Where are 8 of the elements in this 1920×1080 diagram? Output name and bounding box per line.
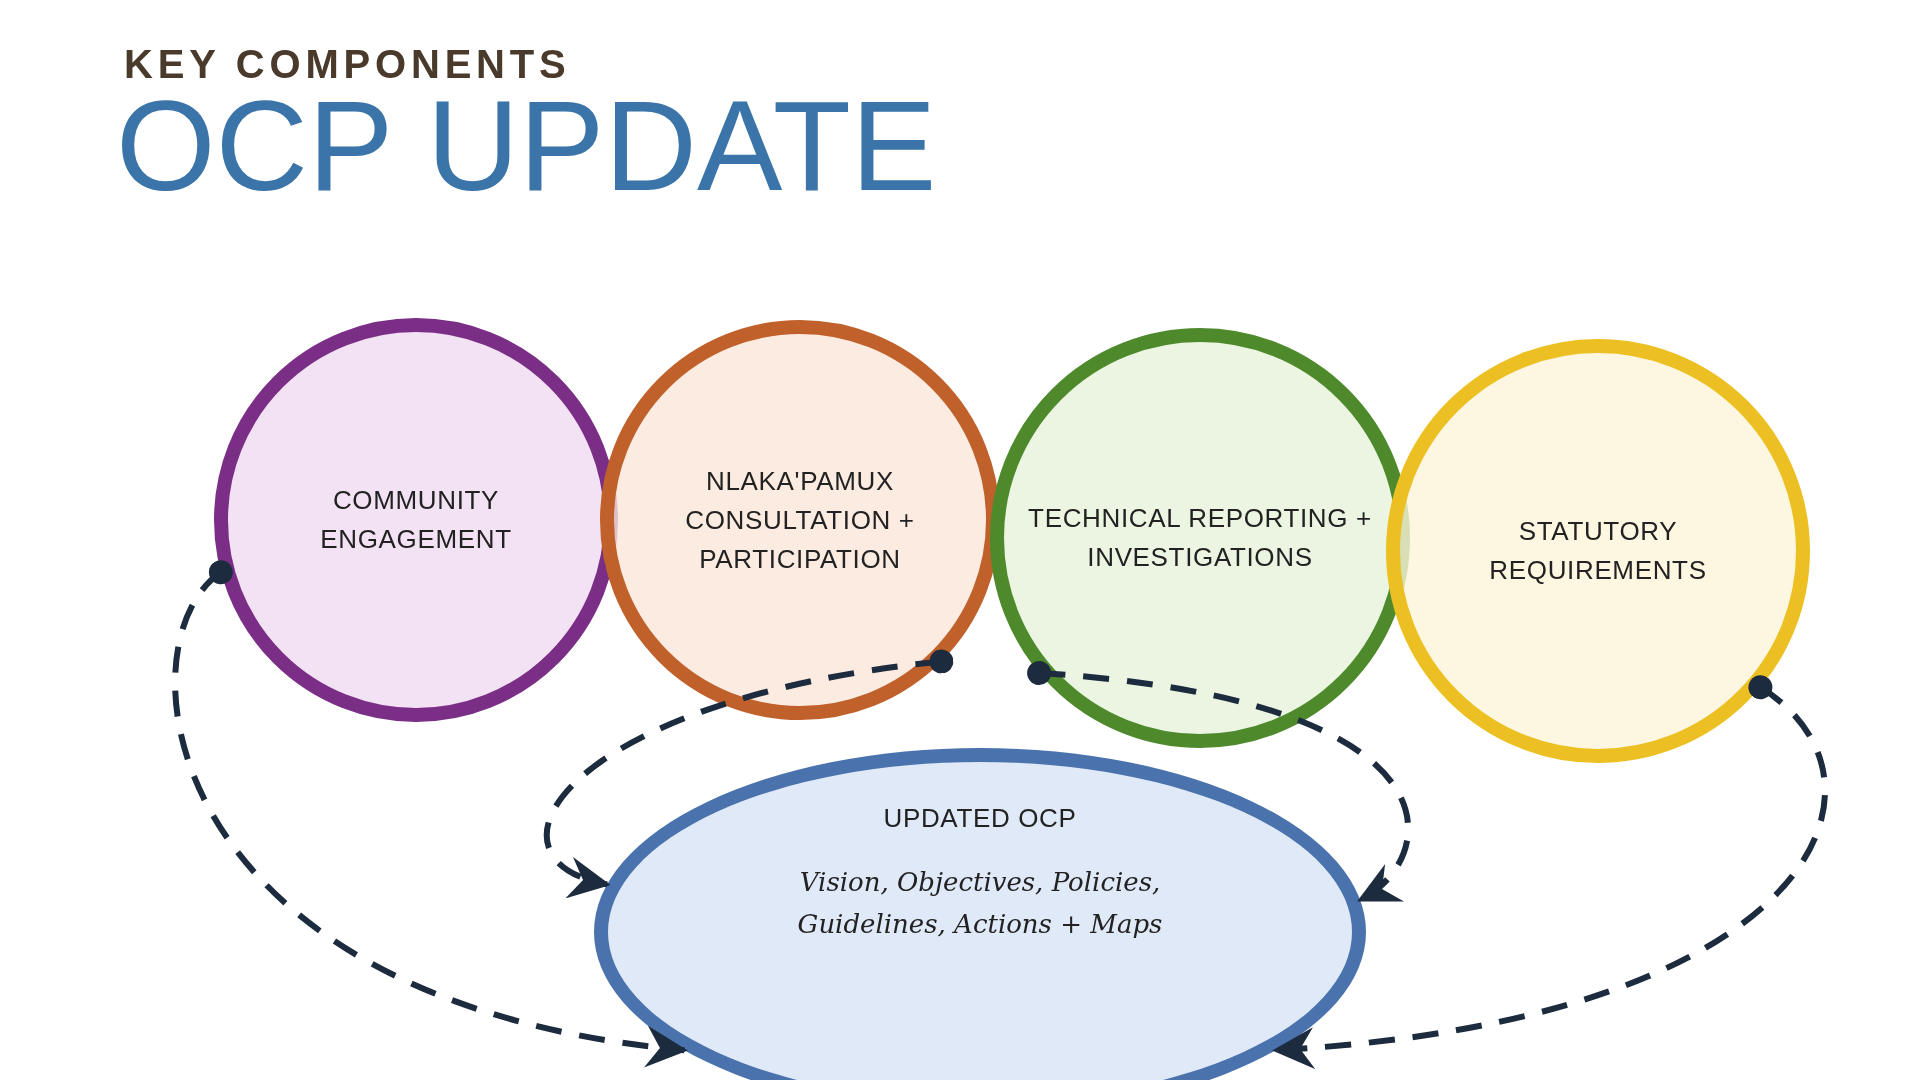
node-description: Vision, Objectives, Policies, Guidelines, Actions + Maps: [796, 865, 1164, 941]
dashed-arrow: [1027, 661, 1411, 903]
dashed-arrow: [172, 560, 688, 1066]
node-heading: COMMUNITY ENGAGEMENT: [319, 484, 513, 556]
node-heading: NLAKA'PAMUX CONSULTATION + PARTICIPATION: [684, 464, 916, 576]
dashed-arrow: [1272, 675, 1828, 1068]
node-heading: STATUTORY REQUIREMENTS: [1488, 515, 1708, 587]
node-heading: TECHNICAL REPORTING + INVESTIGATIONS: [1027, 502, 1373, 574]
